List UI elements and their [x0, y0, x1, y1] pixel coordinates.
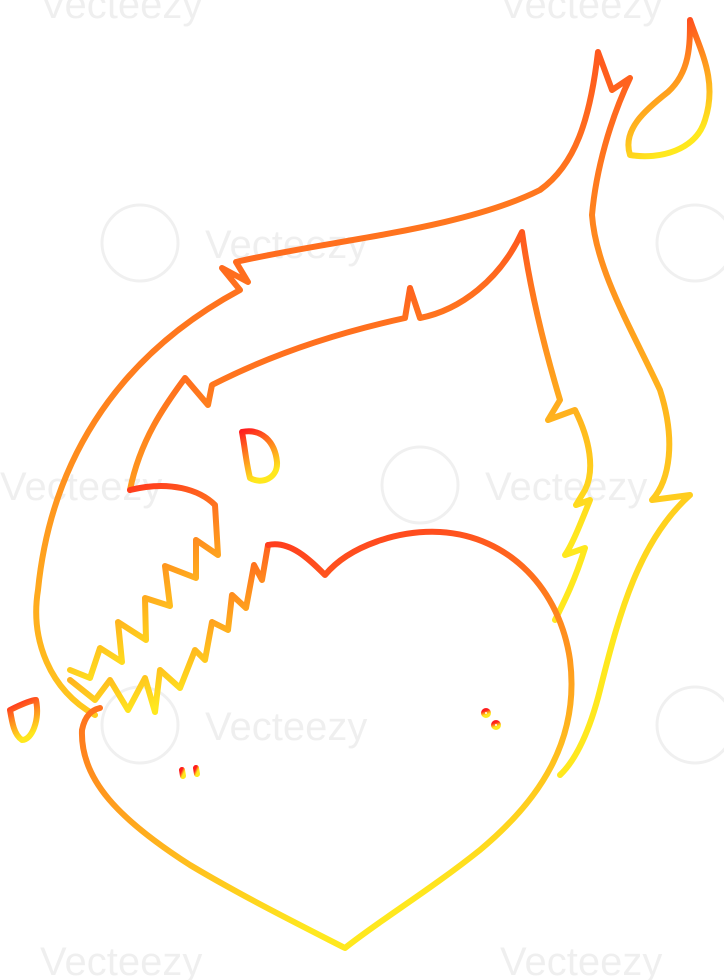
inner-flame-outline [127, 229, 594, 623]
heart-highlight-dot [481, 708, 491, 718]
watermark-logo-icon [100, 685, 180, 765]
watermark-logo-icon [655, 203, 724, 283]
heart-highlight-dot [193, 765, 200, 777]
heart-outline [78, 528, 575, 951]
watermark-text: Vecteezy [500, 940, 662, 980]
lower-teeth [67, 542, 271, 715]
eye-teardrop [239, 428, 280, 484]
watermark-text: Vecteezy [205, 223, 367, 267]
heart-highlight-dot [179, 767, 186, 779]
watermark-logo-icon [655, 685, 724, 765]
watermark-text: Vecteezy [40, 940, 202, 980]
heart-highlight-dot [491, 720, 501, 730]
watermark-text: Vecteezy [500, 0, 662, 27]
watermark-text: Vecteezy [40, 0, 202, 27]
spit-drop [7, 697, 40, 743]
flame-tongue [625, 17, 713, 160]
flaming-heart-icon [7, 17, 713, 951]
outer-flame-outline [33, 49, 693, 778]
upper-teeth [67, 482, 221, 681]
watermark-logo-icon [100, 203, 180, 283]
watermark-text: Vecteezy [485, 465, 647, 509]
watermark-logo-icon [380, 445, 460, 525]
watermark-text: Vecteezy [205, 705, 367, 749]
